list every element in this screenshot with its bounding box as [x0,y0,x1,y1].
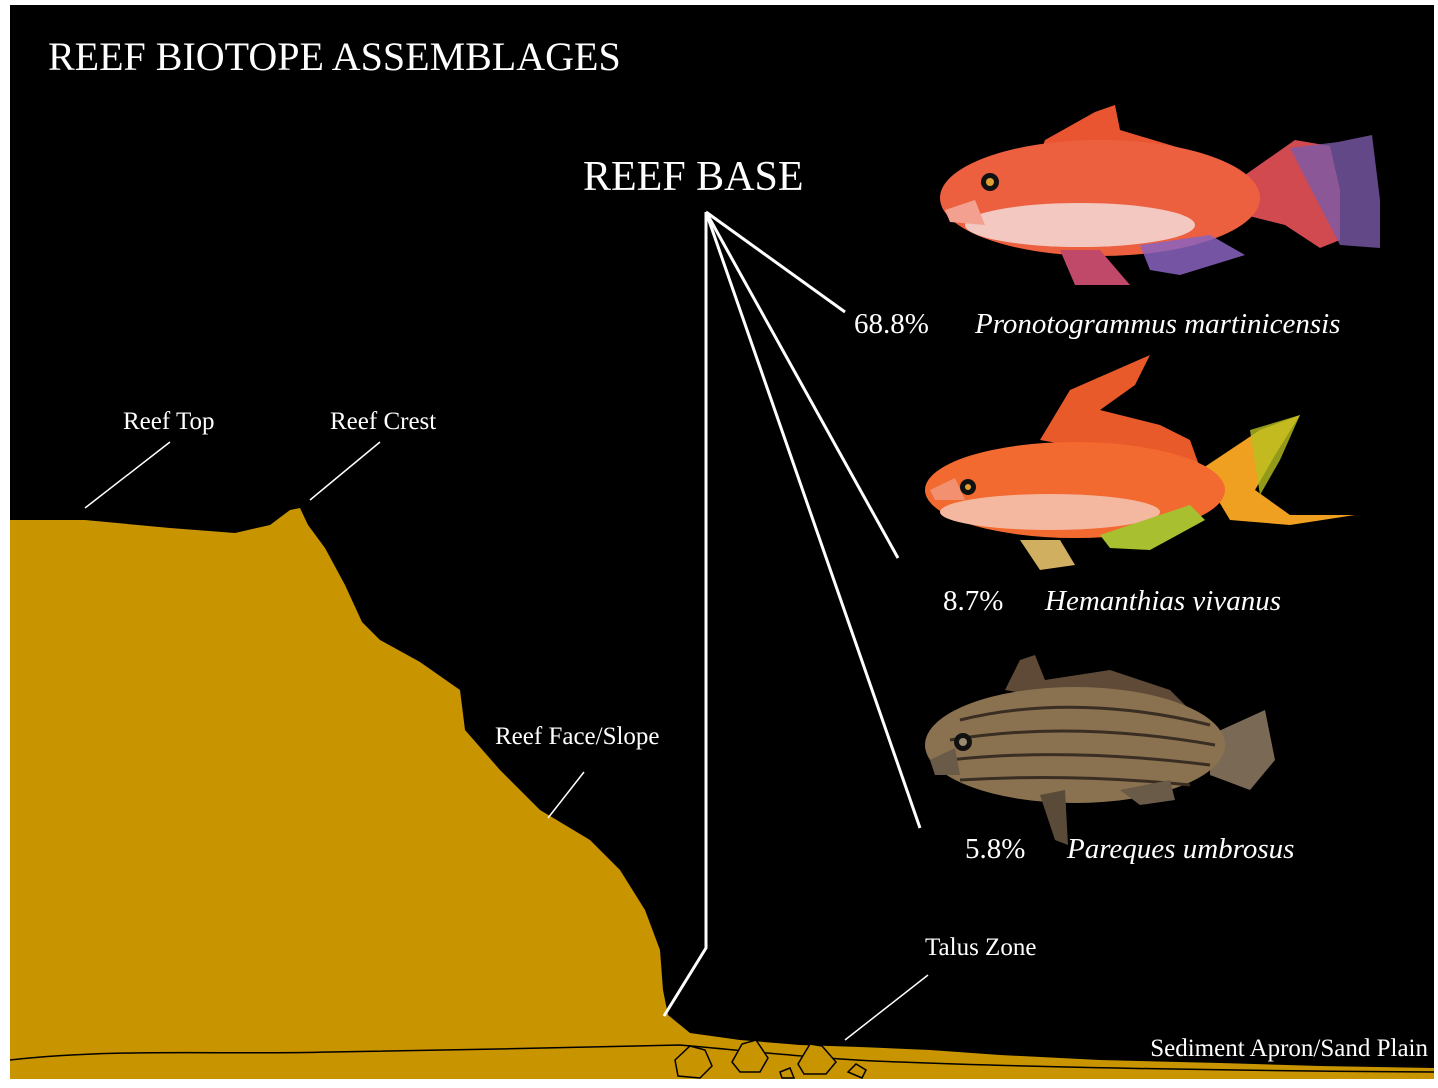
species-2-percent: 8.7% [943,585,1003,617]
page-title: REEF BIOTOPE ASSEMBLAGES [48,34,621,79]
label-reef-top: Reef Top [123,408,215,435]
species-2-name: Hemanthias vivanus [1044,585,1281,617]
species-3-percent: 5.8% [965,833,1025,865]
species-1-name: Pronotogrammus martinicensis [974,308,1340,340]
species-1-percent: 68.8% [854,308,929,340]
label-talus-zone: Talus Zone [925,934,1036,961]
label-reef-crest: Reef Crest [330,408,436,435]
species-3-name: Pareques umbrosus [1066,833,1294,865]
label-reef-base: REEF BASE [583,154,804,200]
label-sediment: Sediment Apron/Sand Plain [1150,1035,1428,1062]
label-reef-face: Reef Face/Slope [495,723,660,750]
